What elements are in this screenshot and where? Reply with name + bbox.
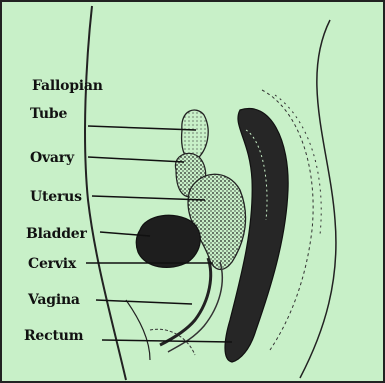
pubic-outline <box>126 300 150 360</box>
front-body-outline <box>85 6 126 380</box>
leader-rectum <box>102 340 232 342</box>
perineum-outline <box>150 329 195 355</box>
label-vagina: Vagina <box>28 292 80 308</box>
label-cervix: Cervix <box>28 256 76 272</box>
leader-vagina <box>96 300 192 304</box>
vagina-wall <box>168 262 222 352</box>
label-ovary: Ovary <box>30 150 74 166</box>
vagina-canal <box>160 258 211 345</box>
bladder-shape <box>136 215 200 267</box>
label-bladder: Bladder <box>26 226 87 242</box>
label-rectum: Rectum <box>24 328 83 344</box>
leader-fallopian-tube <box>88 126 196 130</box>
leader-ovary <box>88 157 184 162</box>
label-tube: Tube <box>30 106 67 122</box>
uterus-shape <box>188 174 246 269</box>
back-body-outline <box>300 20 336 378</box>
label-fallopian: Fallopian <box>32 78 103 94</box>
label-uterus: Uterus <box>30 189 82 205</box>
